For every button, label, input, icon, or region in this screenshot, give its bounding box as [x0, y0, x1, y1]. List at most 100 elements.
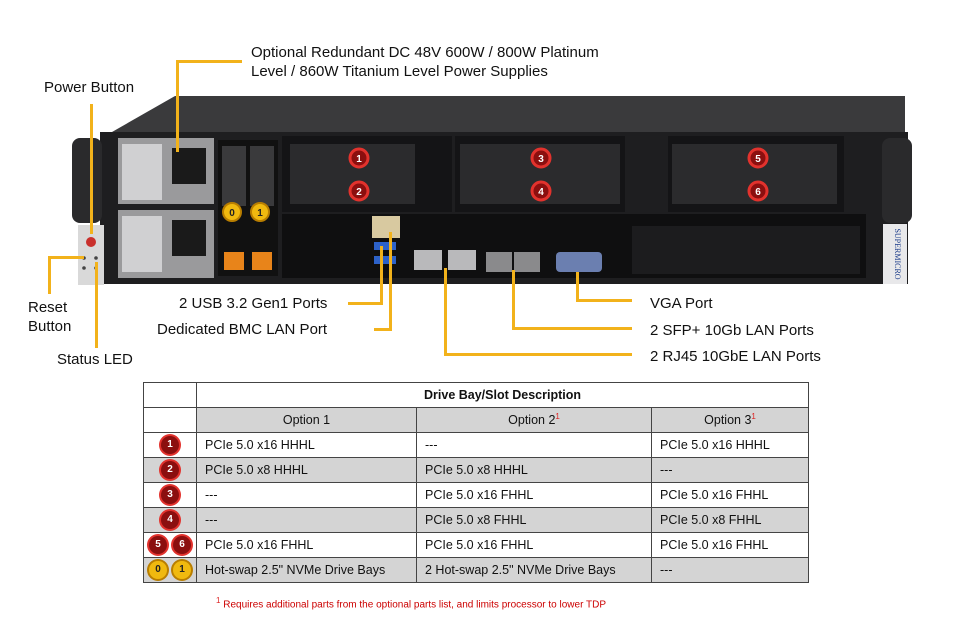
table-cell: --- [651, 457, 809, 483]
svg-text:1: 1 [356, 154, 362, 165]
table-cell: PCIe 5.0 x16 HHHL [651, 432, 809, 458]
table-row: 1 PCIe 5.0 x16 HHHL --- PCIe 5.0 x16 HHH… [143, 432, 809, 458]
leader-bmc-h [374, 328, 392, 331]
bay-badge-1-nvme-table: 1 [173, 561, 191, 579]
callout-power-button: Power Button [44, 79, 135, 96]
rj45-port-1-graphic [414, 250, 442, 270]
leader-status-led [95, 262, 98, 348]
table-cell: --- [196, 482, 417, 508]
rj45-port-2-graphic [448, 250, 476, 270]
svg-text:5: 5 [755, 154, 761, 165]
callout-reset-button: Reset Button [28, 298, 71, 336]
psu-bottom-inlet [172, 220, 206, 256]
leader-reset-v [48, 256, 51, 294]
brand-strip [883, 224, 907, 284]
footnote-text: Requires additional parts from the optio… [220, 599, 606, 611]
table-row: 3 --- PCIe 5.0 x16 FHHL PCIe 5.0 x16 FHH… [143, 482, 809, 508]
table-cell: 2 Hot-swap 2.5" NVMe Drive Bays [416, 557, 652, 583]
table-cell: PCIe 5.0 x8 HHHL [416, 457, 652, 483]
row-badge-cell: 3 [143, 482, 197, 508]
leader-usb-v [380, 246, 383, 305]
leader-rj45-v [444, 268, 447, 356]
leader-vga-v [576, 272, 579, 302]
table-cell: PCIe 5.0 x16 FHHL [651, 532, 809, 558]
leader-bmc-v [389, 232, 392, 331]
svg-text:3: 3 [538, 154, 544, 165]
table-cell: PCIe 5.0 x16 FHHL [416, 532, 652, 558]
table-cell: PCIe 5.0 x8 FHHL [651, 507, 809, 533]
svg-text:6: 6 [755, 187, 761, 198]
table-cell: PCIe 5.0 x16 FHHL [196, 532, 417, 558]
leader-sfp-v [512, 270, 515, 330]
header-option-2: Option 21 [416, 407, 652, 433]
table-cell: --- [416, 432, 652, 458]
callout-status-led: Status LED [57, 351, 133, 368]
bay-badge-5: 5 [747, 147, 769, 169]
psu-top-inlet [172, 148, 206, 184]
server-rear-view: SUPERMICRO 1 2 3 4 5 6 0 1 [72, 96, 912, 285]
table-cell: PCIe 5.0 x16 FHHL [416, 482, 652, 508]
header-option-3: Option 31 [651, 407, 809, 433]
callout-power-supplies: Optional Redundant DC 48V 600W / 800W Pl… [251, 43, 599, 81]
callout-psu-line1: Optional Redundant DC 48V 600W / 800W Pl… [251, 44, 599, 61]
table-title: Drive Bay/Slot Description [196, 382, 809, 408]
leader-psu-v [176, 60, 179, 152]
leader-power-button [90, 104, 93, 234]
sfp-port-2-graphic [514, 252, 540, 272]
usb-port-2-graphic [374, 256, 396, 264]
leader-usb-h [348, 302, 382, 305]
bay-badge-1-nvme: 1 [250, 202, 270, 222]
bay-badge-3-table: 3 [161, 486, 179, 504]
table-header-blank [143, 407, 197, 433]
bay-badge-0-table: 0 [149, 561, 167, 579]
rack-ear-left [72, 138, 102, 223]
table-header-row: Option 1 Option 21 Option 31 [143, 407, 809, 433]
power-button-graphic [86, 237, 96, 247]
svg-text:4: 4 [538, 187, 544, 198]
bay-badge-0-nvme: 0 [222, 202, 242, 222]
leader-rj45-h [444, 353, 632, 356]
pcie-low-profile-area [632, 226, 860, 274]
drive-bay-table: Drive Bay/Slot Description Option 1 Opti… [143, 382, 809, 583]
control-panel [78, 225, 104, 285]
leader-sfp-h [512, 327, 632, 330]
leader-reset-h [48, 256, 84, 259]
table-corner-cell [143, 382, 197, 408]
vga-port-graphic [556, 252, 602, 272]
svg-text:1: 1 [257, 208, 263, 219]
header-option-1: Option 1 [196, 407, 417, 433]
callout-psu-line2: Level / 860W Titanium Level Power Suppli… [251, 63, 548, 80]
table-cell: Hot-swap 2.5" NVMe Drive Bays [196, 557, 417, 583]
brand-vertical: SUPERMICRO [893, 228, 902, 279]
leader-psu-h [176, 60, 242, 63]
callout-vga-port: VGA Port [650, 295, 713, 312]
row-badge-cell: 4 [143, 507, 197, 533]
table-cell: --- [196, 507, 417, 533]
callout-reset-line1: Reset [28, 299, 68, 316]
bay-badge-4-table: 4 [161, 511, 179, 529]
footnote: 1 Requires additional parts from the opt… [216, 596, 606, 610]
nvme-latch-1 [252, 252, 272, 270]
row-badge-cell: 2 [143, 457, 197, 483]
table-row: 2 PCIe 5.0 x8 HHHL PCIe 5.0 x8 HHHL --- [143, 457, 809, 483]
bay-badge-1-table: 1 [161, 436, 179, 454]
bay-badge-2: 2 [348, 180, 370, 202]
svg-text:2: 2 [356, 187, 362, 198]
chassis-top-cover [112, 96, 905, 132]
leader-vga-h [576, 299, 632, 302]
table-cell: PCIe 5.0 x16 FHHL [651, 482, 809, 508]
bay-badge-5-table: 5 [149, 536, 167, 554]
row-badge-cell: 1 [143, 432, 197, 458]
callout-rj45-ports: 2 RJ45 10GbE LAN Ports [650, 348, 821, 365]
table-row: 4 --- PCIe 5.0 x8 FHHL PCIe 5.0 x8 FHHL [143, 507, 809, 533]
footnote-mark: 1 [216, 596, 221, 605]
table-cell: PCIe 5.0 x8 HHHL [196, 457, 417, 483]
status-led-graphic [94, 256, 98, 260]
rack-ear-right [882, 138, 912, 223]
bay-badge-3: 3 [530, 147, 552, 169]
bay-badge-6: 6 [747, 180, 769, 202]
